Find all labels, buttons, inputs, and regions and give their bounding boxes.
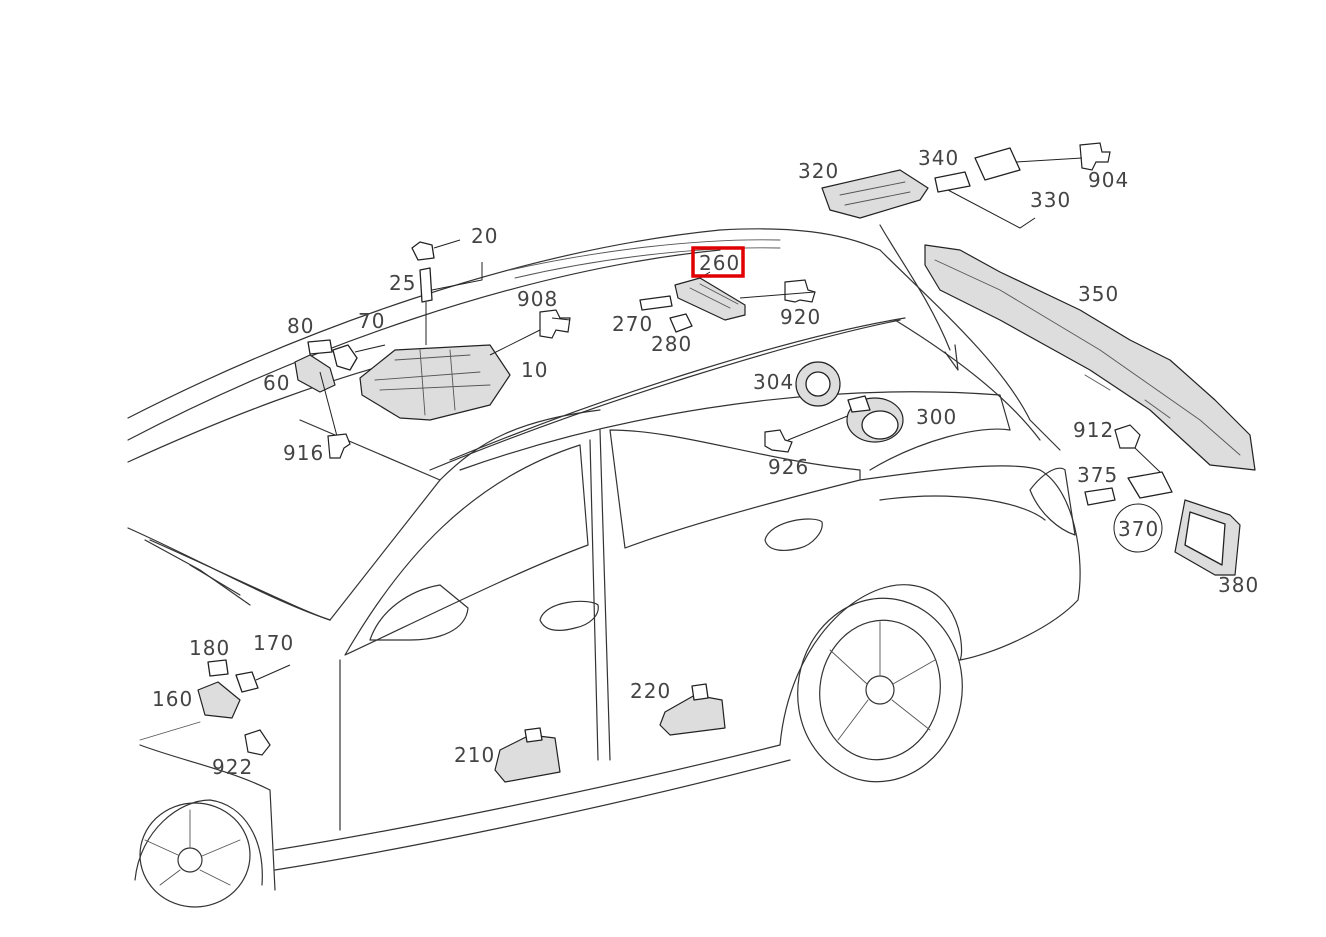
- label-920: 920: [780, 305, 821, 329]
- label-330: 330: [1030, 188, 1071, 212]
- part-10-overhead-console: [359, 329, 541, 421]
- part-220-step-lamp: [659, 683, 726, 736]
- label-280: 280: [651, 332, 692, 356]
- label-80: 80: [287, 314, 314, 338]
- part-320-lamp: [821, 169, 929, 219]
- part-270-280-bulbs: [639, 295, 693, 333]
- label-180: 180: [189, 636, 230, 660]
- label-370: 370: [1118, 517, 1159, 541]
- part-25-bulb: [419, 262, 483, 345]
- label-904: 904: [1088, 168, 1129, 192]
- label-350: 350: [1078, 282, 1119, 306]
- highlight-box-260: [691, 246, 745, 278]
- part-labels: 10 20 25 60 70 80 160 170 180 210 220 26…: [152, 146, 1259, 779]
- part-380-lamp: [1174, 499, 1241, 576]
- label-916: 916: [283, 441, 324, 465]
- label-926: 926: [768, 455, 809, 479]
- part-80-bulb: [307, 339, 333, 355]
- label-220: 220: [630, 679, 671, 703]
- part-60-reading-lamp: [294, 354, 339, 441]
- label-380: 380: [1218, 573, 1259, 597]
- connector-tags: [244, 142, 1161, 756]
- label-340: 340: [918, 146, 959, 170]
- label-912: 912: [1073, 418, 1114, 442]
- label-160: 160: [152, 687, 193, 711]
- label-10: 10: [521, 358, 548, 382]
- label-320: 320: [798, 159, 839, 183]
- label-375: 375: [1077, 463, 1118, 487]
- part-330-340-socket-bulb: [934, 147, 1036, 229]
- label-70: 70: [358, 309, 385, 333]
- part-210-step-lamp: [494, 727, 561, 783]
- label-300: 300: [916, 405, 957, 429]
- label-270: 270: [612, 312, 653, 336]
- label-260: 260: [699, 251, 740, 275]
- part-300-module: [846, 395, 904, 443]
- car-body-outline: [127, 224, 1081, 908]
- label-20: 20: [471, 224, 498, 248]
- part-70-socket: [332, 344, 386, 371]
- part-304-ring: [795, 361, 841, 407]
- part-370-375-socket-bulb: [1084, 471, 1173, 553]
- label-922: 922: [212, 755, 253, 779]
- label-210: 210: [454, 743, 495, 767]
- part-260-interior-lamp: [674, 271, 746, 321]
- label-170: 170: [253, 631, 294, 655]
- part-350-tailgate-trim: [924, 244, 1256, 471]
- label-60: 60: [263, 371, 290, 395]
- label-908: 908: [517, 287, 558, 311]
- part-20-clip: [411, 239, 461, 261]
- label-25: 25: [389, 271, 416, 295]
- part-160-170-180-lamp: [197, 659, 291, 719]
- label-304: 304: [753, 370, 794, 394]
